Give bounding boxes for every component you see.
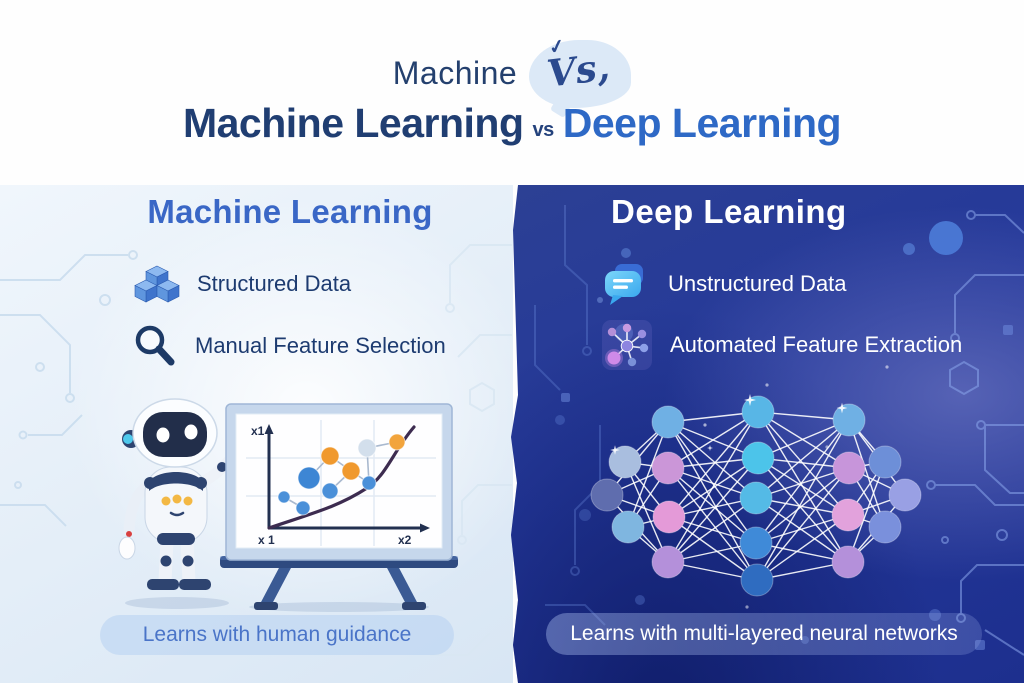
circuit-decoration-right	[534, 205, 1024, 656]
feature-label: Structured Data	[197, 271, 352, 296]
feature-item-structured-data: Structured Data	[134, 263, 351, 305]
machine-learning-panel: Machine Learning Structured Data	[0, 185, 513, 683]
feature-label: Unstructured Data	[668, 271, 847, 296]
speech-bubble-icon: ✓ Vs,	[529, 36, 632, 108]
circuit-decoration-left	[0, 244, 512, 656]
y-axis-label: x1	[251, 424, 265, 438]
feature-item-manual-feature-selection: Manual Feature Selection	[132, 323, 446, 369]
whiteboard-illustration: x1 x 1 x2	[220, 403, 458, 612]
header-eyebrow: Machine ✓ Vs,	[0, 36, 1024, 108]
feature-item-unstructured-data: Unstructured Data	[603, 262, 847, 306]
right-panel-title: Deep Learning	[611, 193, 847, 230]
title-vs: vs	[532, 119, 555, 141]
right-footer-pill: Learns with multi-layered neural network…	[546, 613, 982, 655]
eyebrow-vs-text: Vs,	[544, 44, 613, 96]
robot-illustration	[118, 398, 249, 609]
neural-network-diagram	[590, 394, 922, 597]
cubes-icon	[134, 265, 180, 303]
left-footer-pill: Learns with human guidance	[100, 615, 454, 655]
title-machine-learning: Machine Learning	[182, 100, 524, 146]
eyebrow-machine-word: Machine	[392, 54, 518, 91]
x-axis-origin-label: x 1	[258, 533, 275, 547]
feature-label: Manual Feature Selection	[195, 333, 446, 358]
page-title: Machine Learning vs Deep Learning	[0, 100, 1024, 147]
right-footer-text: Learns with multi-layered neural network…	[570, 622, 958, 645]
chat-bubble-icon	[605, 264, 643, 305]
x-axis-label: x2	[398, 533, 412, 547]
feature-item-automated-feature-extraction: Automated Feature Extraction	[601, 319, 962, 371]
scatter-plot	[267, 425, 416, 530]
feature-label: Automated Feature Extraction	[670, 332, 963, 357]
title-deep-learning: Deep Learning	[562, 100, 842, 146]
left-panel-title: Machine Learning	[147, 193, 433, 230]
bokeh-dots	[555, 221, 963, 644]
network-graph-icon	[602, 320, 652, 370]
header: Machine ✓ Vs, Machine Learning vs Deep L…	[0, 0, 1024, 185]
magnifier-icon	[135, 325, 175, 366]
left-footer-text: Learns with human guidance	[142, 623, 412, 646]
deep-learning-panel: Deep Learning Unstructured Data	[511, 185, 1024, 683]
